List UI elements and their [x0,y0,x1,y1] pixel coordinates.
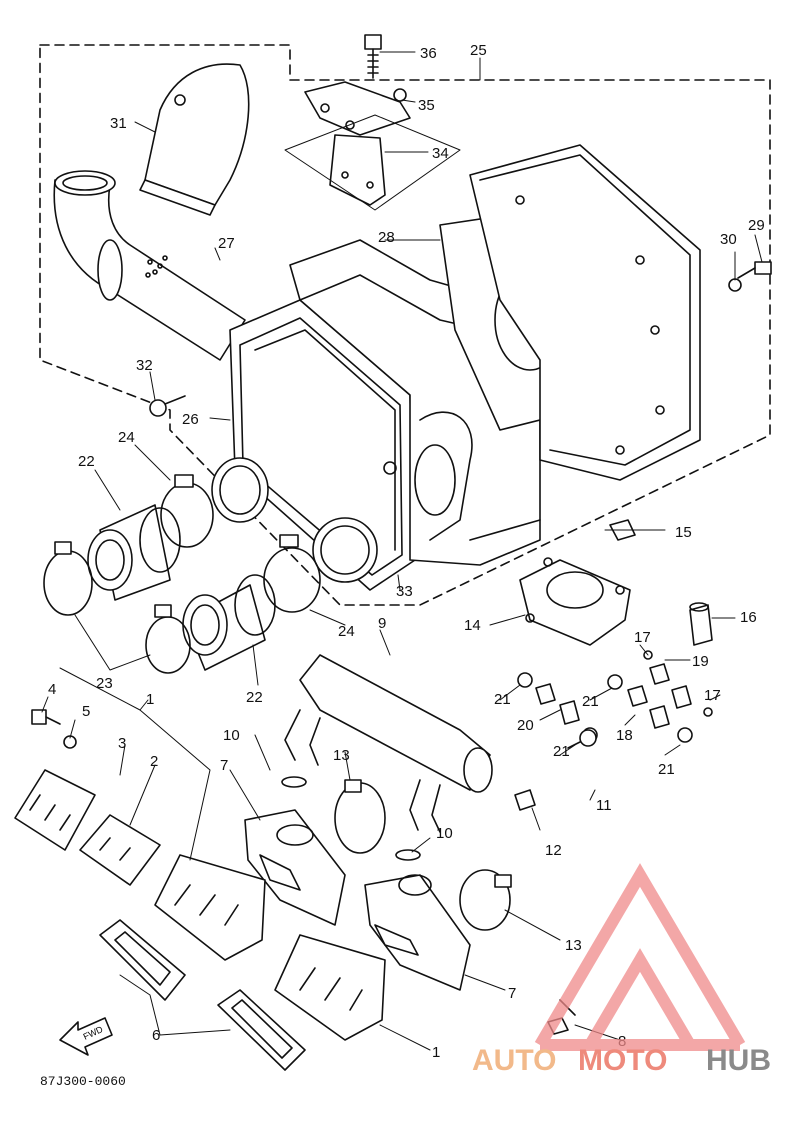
washer-5 [63,735,77,749]
joint-22-upper [87,504,181,601]
callout-17: 17 [704,687,721,704]
callout-34: 34 [432,145,449,162]
callout-22: 22 [78,453,95,470]
airbox-cover [469,144,701,481]
callout-5: 5 [82,703,90,720]
bolt-32 [149,395,186,417]
watermark-moto: MOTO [578,1044,667,1077]
callout-21: 21 [553,743,570,760]
callout-21: 21 [582,693,599,710]
callout-10: 10 [223,727,240,744]
manifold-7-right [364,874,471,991]
silencer-9 [284,654,493,833]
callout-23: 23 [96,675,113,692]
callout-16: 16 [740,609,757,626]
callout-31: 31 [110,115,127,132]
part-code: 87J300-0060 [40,1074,126,1089]
clamp-13 [334,779,512,931]
holder-14 [519,557,631,646]
callout-7: 7 [220,757,228,774]
callout-4: 4 [48,681,56,698]
reed-block-1-lower [274,934,386,1041]
callout-25: 25 [470,42,487,59]
callout-12: 12 [545,842,562,859]
joint-22-lower [182,574,276,671]
bracket-34-35 [284,81,461,211]
callout-14: 14 [464,617,481,634]
hoses-18-20 [535,663,692,729]
callout-10: 10 [436,825,453,842]
callout-6: 6 [152,1027,160,1044]
callout-33: 33 [396,583,413,600]
sleeve-16 [689,602,713,646]
gasket-6-lower [217,989,306,1071]
reed-valve-3 [14,769,96,851]
callout-32: 32 [136,357,153,374]
callout-35: 35 [418,97,435,114]
clamp-23-left [43,541,93,616]
bolt-11 [567,729,597,749]
callout-3: 3 [118,735,126,752]
callout-11: 11 [596,797,612,814]
callout-13: 13 [565,937,582,954]
reed-plate-2 [79,814,161,886]
callout-22: 22 [246,689,263,706]
bolt-36 [364,34,382,79]
watermark-hub: HUB [706,1044,771,1077]
duct-31 [139,63,250,216]
callout-24: 24 [118,429,135,446]
washer-30 [728,278,742,292]
reed-block-1-upper [154,854,266,961]
callout-27: 27 [218,235,235,252]
callout-26: 26 [182,411,199,428]
callout-1: 1 [432,1044,440,1061]
assembly-outline [39,44,771,606]
watermark-auto: AUTO [472,1044,556,1077]
intake-tube-27 [53,170,246,361]
clamp-24-upper [160,474,321,613]
callout-30: 30 [720,231,737,248]
callout-28: 28 [378,229,395,246]
callout-7: 7 [508,985,516,1002]
nut-12 [514,789,536,811]
callout-36: 36 [420,45,437,62]
boot-upper-left [211,457,378,583]
callout-15: 15 [675,524,692,541]
clamp-23-lower [145,604,191,674]
callout-1: 1 [146,691,154,708]
callout-24: 24 [338,623,355,640]
callout-29: 29 [748,217,765,234]
leader-lines [41,51,763,1051]
leader-23 [74,614,151,671]
callout-19: 19 [692,653,709,670]
callout-9: 9 [378,615,386,632]
clip-10 [281,776,421,861]
callout-20: 20 [517,717,534,734]
manifold-7-left [244,809,346,926]
callout-18: 18 [616,727,633,744]
callout-17: 17 [634,629,651,646]
fwd-arrow [59,1017,113,1056]
callout-13: 13 [333,747,350,764]
gasket-6-upper [99,919,186,1001]
callout-21: 21 [658,761,675,778]
watermark-logo-icon [534,863,746,1051]
screw-4 [31,709,61,725]
screw-29 [737,261,772,279]
callout-21: 21 [494,691,511,708]
watermark-text: AUTO MOTO HUB [472,1044,771,1077]
callout-2: 2 [150,753,158,770]
